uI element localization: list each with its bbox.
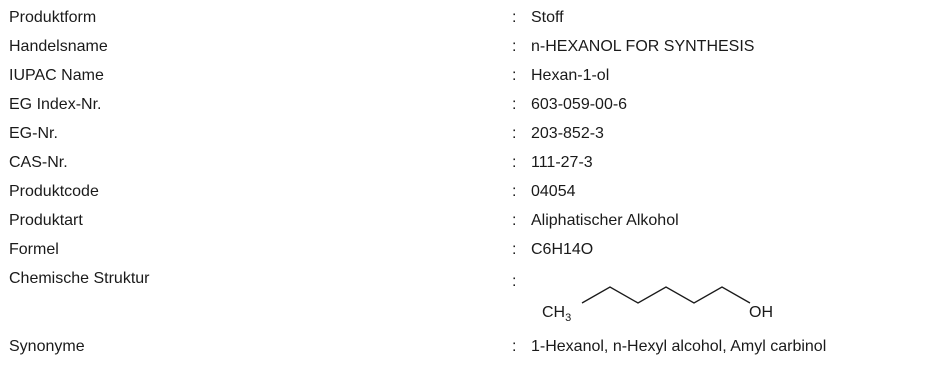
chemical-structure-diagram: CH3 OH [542,286,773,324]
separator-colon: : [512,38,517,55]
value-synonyme: 1-Hexanol, n-Hexyl alcohol, Amyl carbino… [531,338,827,355]
separator-colon: : [512,67,517,84]
label-eg-nr: EG-Nr. [9,125,58,142]
label-produktcode: Produktcode [9,183,99,200]
label-produktart: Produktart [9,212,83,229]
row-chemische-struktur: Chemische Struktur : [0,267,933,291]
structure-left-group-text: CH [542,304,565,321]
separator-colon: : [512,154,517,171]
label-eg-index-nr: EG Index-Nr. [9,96,102,113]
label-handelsname: Handelsname [9,38,108,55]
value-handelsname: n-HEXANOL FOR SYNTHESIS [531,38,755,55]
row-eg-index-nr: EG Index-Nr. : 603-059-00-6 [0,93,933,117]
separator-colon: : [512,273,517,290]
row-produktcode: Produktcode : 04054 [0,180,933,204]
row-iupac-name: IUPAC Name : Hexan-1-ol [0,64,933,88]
value-produktform: Stoff [531,9,564,26]
row-formel: Formel : C6H14O [0,238,933,262]
value-formel: C6H14O [531,241,594,258]
structure-left-subscript: 3 [565,312,571,324]
value-cas-nr: 111-27-3 [531,154,593,171]
row-cas-nr: CAS-Nr. : 111-27-3 [0,151,933,175]
value-eg-nr: 203-852-3 [531,125,604,142]
row-eg-nr: EG-Nr. : 203-852-3 [0,122,933,146]
label-cas-nr: CAS-Nr. [9,154,68,171]
structure-right-group: OH [749,304,773,321]
carbon-chain-bonds [581,286,751,304]
value-produktart: Aliphatischer Alkohol [531,212,679,229]
separator-colon: : [512,212,517,229]
row-handelsname: Handelsname : n-HEXANOL FOR SYNTHESIS [0,35,933,59]
label-formel: Formel [9,241,59,258]
label-synonyme: Synonyme [9,338,85,355]
value-produktcode: 04054 [531,183,576,200]
separator-colon: : [512,241,517,258]
label-iupac-name: IUPAC Name [9,67,104,84]
label-produktform: Produktform [9,9,97,26]
separator-colon: : [512,125,517,142]
value-iupac-name: Hexan-1-ol [531,67,610,84]
structure-left-group: CH3 [542,304,571,324]
value-eg-index-nr: 603-059-00-6 [531,96,628,113]
row-produktform: Produktform : Stoff [0,6,933,30]
label-chemische-struktur: Chemische Struktur [9,270,150,287]
row-synonyme: Synonyme : 1-Hexanol, n-Hexyl alcohol, A… [0,335,933,359]
row-produktart: Produktart : Aliphatischer Alkohol [0,209,933,233]
separator-colon: : [512,183,517,200]
separator-colon: : [512,96,517,113]
separator-colon: : [512,338,517,355]
separator-colon: : [512,9,517,26]
